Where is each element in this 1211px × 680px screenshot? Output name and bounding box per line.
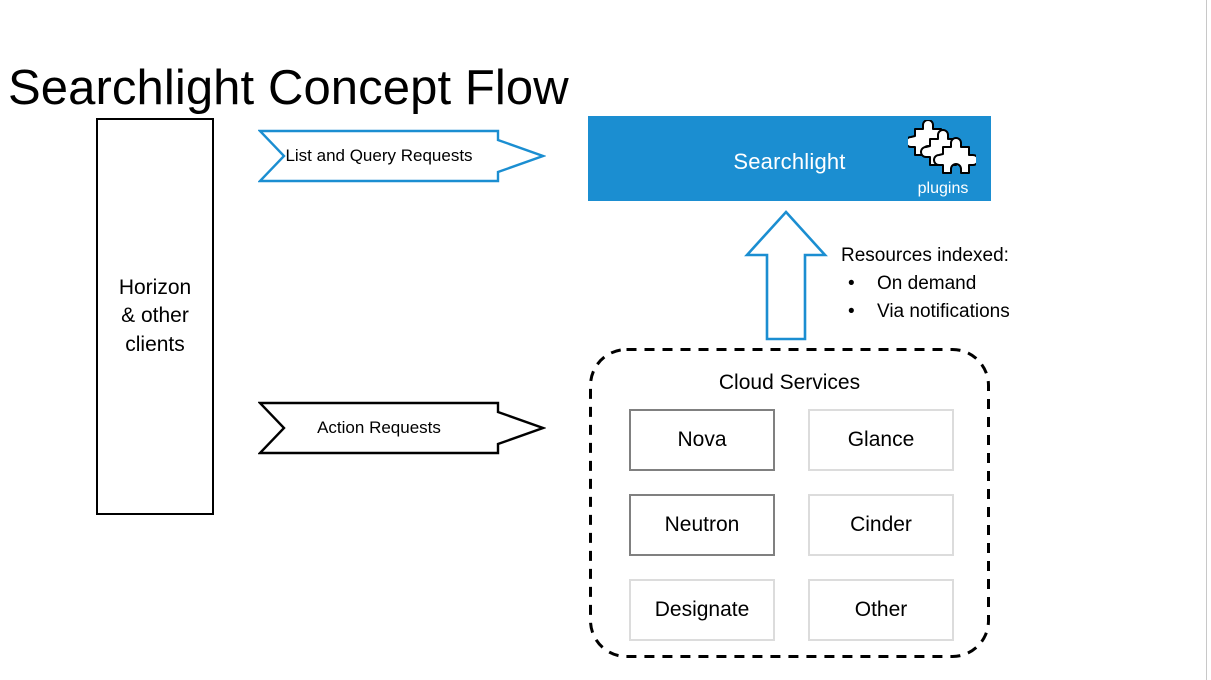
service-box-neutron[interactable]: Neutron (629, 494, 775, 556)
service-box-other[interactable]: Other (808, 579, 954, 641)
cloud-services-container: Cloud Services Nova Glance Neutron Cinde… (588, 347, 991, 659)
arrow-action-requests: Action Requests (258, 400, 546, 456)
clients-box: Horizon & other clients (96, 118, 214, 515)
dashed-border-icon (589, 348, 990, 658)
arrow-indexing-up-icon (744, 210, 828, 341)
arrow-list-and-query-requests: List and Query Requests (258, 128, 546, 184)
cloud-services-title: Cloud Services (718, 371, 861, 394)
plugins-caption: plugins (917, 180, 969, 197)
searchlight-header-box: Searchlight plugins (588, 116, 991, 201)
service-box-cinder[interactable]: Cinder (808, 494, 954, 556)
service-box-nova[interactable]: Nova (629, 409, 775, 471)
resources-indexed-block: Resources indexed: On demand Via notific… (841, 242, 1171, 326)
resources-indexed-heading: Resources indexed: (841, 245, 1009, 266)
plugins-badge: plugins (906, 120, 980, 198)
right-arrow-icon (258, 129, 546, 183)
arrow-action-requests-label: Action Requests (317, 418, 441, 437)
service-box-glance[interactable]: Glance (808, 409, 954, 471)
list-item: On demand (841, 270, 1171, 298)
right-arrow-icon (258, 401, 546, 455)
resources-indexed-list: On demand Via notifications (841, 270, 1171, 326)
list-item: Via notifications (841, 298, 1171, 326)
puzzle-pieces-icon (908, 120, 976, 174)
clients-box-label: Horizon & other clients (118, 275, 192, 356)
service-box-designate[interactable]: Designate (629, 579, 775, 641)
searchlight-label: Searchlight (733, 149, 846, 174)
page-title: Searchlight Concept Flow (8, 61, 569, 115)
cloud-services-grid: Nova Glance Neutron Cinder Designate Oth… (629, 409, 954, 641)
slide-right-edge-rule (1206, 0, 1207, 680)
arrow-list-and-query-label: List and Query Requests (285, 146, 473, 165)
